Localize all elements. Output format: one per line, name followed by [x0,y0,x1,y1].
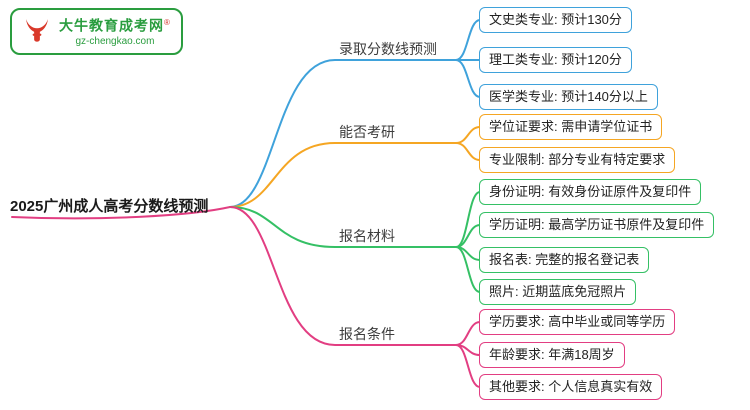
leaf-node: 学历要求: 高中毕业或同等学历 [479,309,676,335]
branch-links-requirements [229,206,481,388]
leaf-node: 身份证明: 有效身份证原件及复印件 [479,179,702,205]
leaf-node: 其他要求: 个人信息真实有效 [479,374,663,400]
leaf-node: 理工类专业: 预计120分 [479,47,632,73]
root-underline [11,206,231,220]
logo-site-name-text: 大牛教育成考网 [59,17,164,34]
leaf-node: 照片: 近期蓝底免冠照片 [479,279,637,305]
leaf-node: 学位证要求: 需申请学位证书 [479,114,663,140]
site-logo: 大牛教育成考网® gz-chengkao.com [10,8,183,55]
bull-logo-icon [26,19,48,43]
leaf-node: 年龄要求: 年满18周岁 [479,342,625,368]
branch-label-materials: 报名材料 [339,228,395,244]
branch-links-admission-score [229,19,481,208]
branch-label-admission-score: 录取分数线预测 [339,41,437,57]
branch-label-requirements: 报名条件 [339,326,395,342]
leaf-node: 报名表: 完整的报名登记表 [479,247,650,273]
logo-site-url: gz-chengkao.com [75,35,155,47]
leaf-node: 文史类专业: 预计130分 [479,7,632,33]
branch-links-materials [229,191,481,293]
logo-site-name: 大牛教育成考网® [59,15,171,34]
logo-text-block: 大牛教育成考网® gz-chengkao.com [59,15,171,48]
leaf-node: 专业限制: 部分专业有特定要求 [479,147,676,173]
branch-links-postgraduate [229,126,481,208]
leaf-node: 学历证明: 最高学历证书原件及复印件 [479,212,715,238]
leaf-node: 医学类专业: 预计140分以上 [479,84,658,110]
registered-trademark-mark: ® [164,18,171,27]
root-node: 2025广州成人高考分数线预测 [10,198,209,215]
branch-label-postgraduate: 能否考研 [339,124,395,140]
